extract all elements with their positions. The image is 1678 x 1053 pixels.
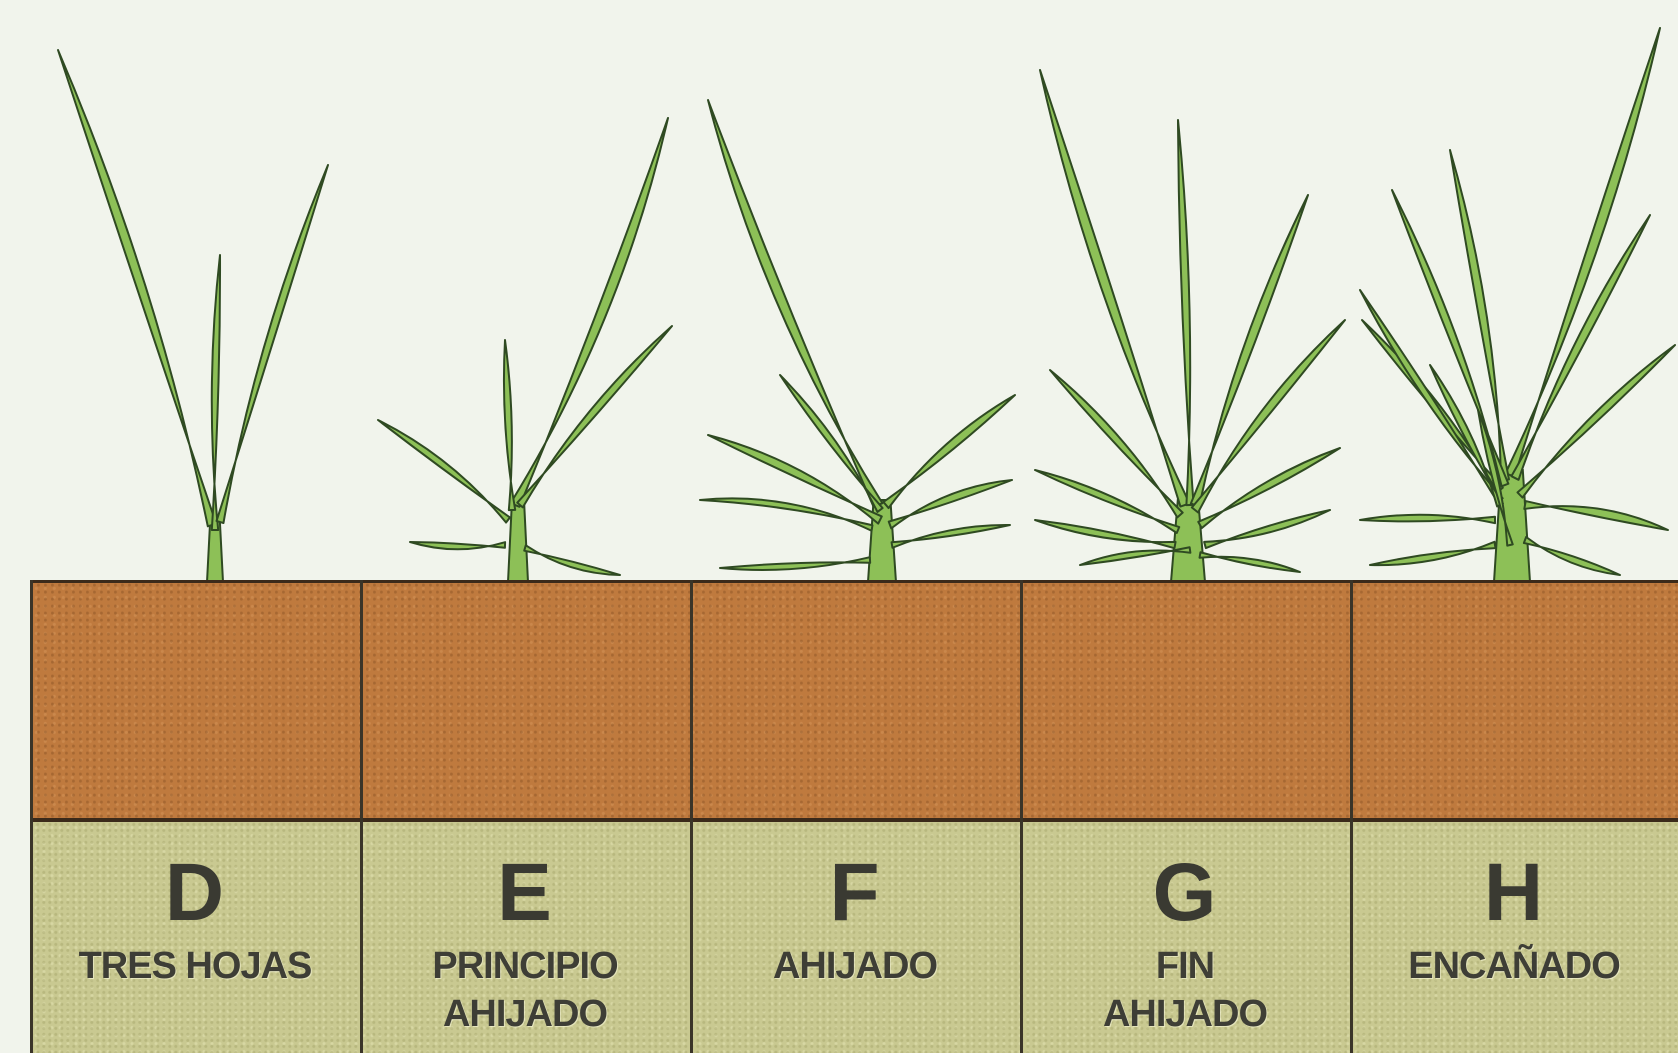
stage-letter: G: [1020, 850, 1350, 936]
stage-letter: H: [1350, 850, 1678, 936]
leaf: [504, 340, 515, 510]
stage-letter: F: [690, 850, 1020, 936]
plant-d-three-leaves: [58, 50, 328, 582]
stage-cell-e: E PRINCIPIO AHIJADO: [360, 822, 690, 1053]
leaf: [1035, 520, 1176, 548]
leaf: [1191, 195, 1308, 507]
leaf: [1524, 501, 1668, 530]
leaf: [1204, 510, 1330, 548]
leaf: [1178, 120, 1194, 505]
stage-cell-d: D TRES HOJAS: [30, 822, 360, 1053]
leaf: [517, 326, 672, 507]
leaf: [217, 165, 328, 523]
leaf: [1370, 542, 1496, 565]
leaf: [378, 420, 510, 523]
plant-f-tillering: [700, 100, 1015, 582]
leaf: [889, 480, 1012, 528]
plant-g-tillering-end: [1035, 70, 1345, 582]
leaf: [410, 542, 505, 549]
stage-letter: E: [360, 850, 690, 936]
stage-cell-f: F AHIJADO: [690, 822, 1020, 1053]
stage-cell-g: G FIN AHIJADO: [1020, 822, 1350, 1053]
leaf: [58, 50, 216, 526]
stage-letter: D: [30, 850, 360, 936]
leaf: [720, 557, 870, 570]
leaf: [1200, 552, 1300, 572]
stage-board: D TRES HOJAS E PRINCIPIO AHIJADO F AHIJA…: [30, 580, 1678, 1053]
leaf: [1360, 515, 1495, 523]
leaf: [892, 525, 1010, 548]
leaf: [511, 118, 668, 507]
leaf: [1511, 215, 1650, 480]
stage-name: ENCAÑADO: [1350, 942, 1678, 990]
leaf: [524, 545, 620, 575]
leaf: [700, 498, 872, 530]
stage-name: AHIJADO: [690, 942, 1020, 990]
plant-h-stem-elongation: [1360, 28, 1675, 582]
stem: [508, 500, 528, 582]
leaf: [212, 255, 220, 530]
stage-name: PRINCIPIO AHIJADO: [360, 942, 690, 1038]
stage-name: FIN AHIJADO: [1020, 942, 1350, 1038]
plants-layer: [0, 0, 1678, 600]
stage-name: TRES HOJAS: [30, 942, 360, 990]
leaf: [883, 395, 1015, 508]
plant-e-tillering-start: [378, 118, 672, 582]
leaf: [1505, 28, 1660, 477]
soil-band: [30, 580, 1678, 822]
stage-cell-h: H ENCAÑADO: [1350, 822, 1678, 1053]
leaf: [1524, 537, 1620, 575]
